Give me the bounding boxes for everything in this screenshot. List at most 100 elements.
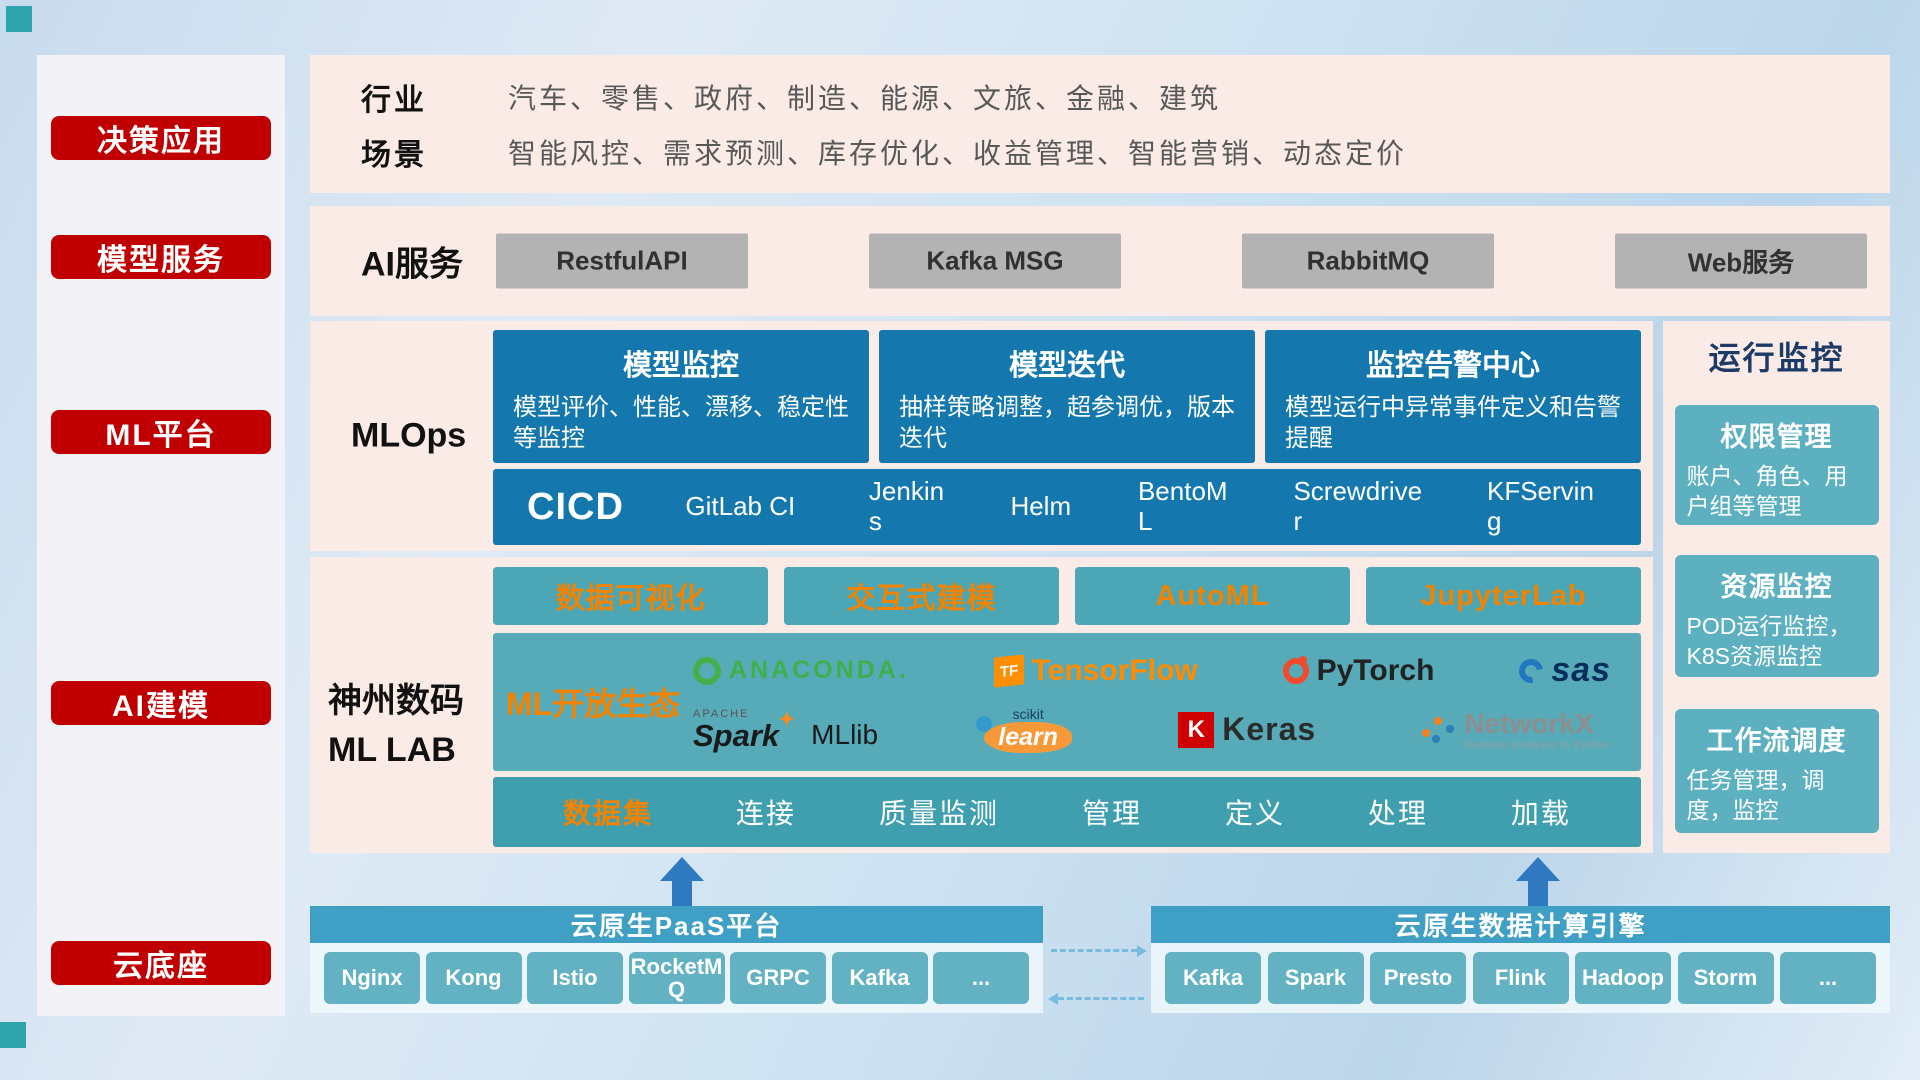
rocketmq-button[interactable]: RocketMQ [628,952,725,1004]
resource-monitor-title: 资源监控 [1720,572,1833,602]
paas-platform-title: 云原生PaaS平台 [310,906,1043,943]
scikit-label: scikit [1012,705,1044,722]
mllab-label: 神州数码 ML LAB [328,677,488,776]
runtime-monitor-panel: 运行监控 权限管理 账户、角色、用户组等管理 资源监控 POD运行监控，K8S资… [1663,321,1890,853]
tensorflow-wordmark: TensorFlow [1031,653,1198,687]
web-service-button[interactable]: Web服务 [1615,233,1867,289]
permission-management-title: 权限管理 [1720,422,1833,452]
pytorch-wordmark: PyTorch [1316,653,1435,687]
ai-service-buttons: RestfulAPI Kafka MSG RabbitMQ Web服务 [496,233,1867,289]
jupyterlab-button[interactable]: JupyterLab [1366,567,1641,625]
dataset-label: 数据集 [563,798,654,829]
cicd-label: CICD [527,485,624,528]
engine-storm-button[interactable]: Storm [1677,952,1774,1004]
industry-scene-panel: 行业 汽车、零售、政府、制造、能源、文旅、金融、建筑 场景 智能风控、需求预测、… [310,55,1890,193]
spark-logo: APACHE Spark✦ [693,707,795,751]
apache-label: APACHE [693,707,750,720]
data-engine-items: Kafka Spark Presto Flink Hadoop Storm ..… [1151,943,1890,1013]
pytorch-flame-icon [1282,655,1309,684]
data-engine-bar: 云原生数据计算引擎 Kafka Spark Presto Flink Hadoo… [1151,906,1890,1013]
scene-line: 场景 智能风控、需求预测、库存优化、收益管理、智能营销、动态定价 [361,130,1890,174]
paas-platform-bar: 云原生PaaS平台 Nginx Kong Istio RocketMQ GRPC… [310,906,1043,1013]
model-monitoring-box: 模型监控 模型评价、性能、漂移、稳定性等监控 [493,330,869,463]
alert-center-desc: 模型运行中异常事件定义和告警提醒 [1285,394,1621,453]
mllab-tools: 数据可视化 交互式建模 AutoML JupyterLab [493,567,1641,625]
kafka-msg-button[interactable]: Kafka MSG [869,233,1121,289]
resource-monitor-desc: POD运行监控，K8S资源监控 [1686,613,1852,669]
permission-management-desc: 账户、角色、用户组等管理 [1686,463,1848,519]
model-monitoring-desc: 模型评价、性能、漂移、稳定性等监控 [513,394,849,453]
up-arrow-left-icon [660,857,704,906]
scikit-learn-wordmark: learn [976,715,1073,753]
kafka-button[interactable]: Kafka [831,952,928,1004]
networkx-graph-icon [1422,715,1456,745]
helm-item: Helm [1010,491,1072,522]
sas-logo: sas [1514,651,1611,690]
engine-kafka-button[interactable]: Kafka [1165,952,1261,1004]
pytorch-logo: PyTorch [1282,653,1435,688]
screwdriver-item: Screwdriver [1293,476,1423,536]
engine-presto-button[interactable]: Presto [1370,952,1466,1004]
dataset-define: 定义 [1224,798,1285,829]
alert-center-box: 监控告警中心 模型运行中异常事件定义和告警提醒 [1265,330,1641,463]
nginx-button[interactable]: Nginx [324,952,420,1004]
mlops-boxes: 模型监控 模型评价、性能、漂移、稳定性等监控 模型迭代 抽样策略调整，超参调优，… [493,330,1641,463]
kfserving-item: KFServing [1486,476,1594,536]
automl-button[interactable]: AutoML [1075,567,1350,625]
ml-ecosystem-label: ML开放生态 [505,686,681,722]
dashed-arrow-right-icon [1051,945,1147,957]
keras-logo: K Keras [1178,711,1316,748]
scene-label: 场景 [361,138,427,172]
rabbitmq-button[interactable]: RabbitMQ [1242,233,1494,289]
badge-ml-platform: ML平台 [51,410,271,454]
networkx-wordmark: NetworkX [1464,707,1594,739]
corner-decoration-bottom [0,1022,26,1048]
ecosystem-logo-row-2: APACHE Spark✦ MLlib scikit learn K Keras [693,707,1611,753]
anaconda-icon [693,656,721,685]
mllab-label-line1: 神州数码 [328,682,464,720]
up-arrow-right-icon [1516,857,1560,906]
dataset-load: 加载 [1510,798,1571,829]
data-visualization-button[interactable]: 数据可视化 [493,567,768,625]
data-engine-title: 云原生数据计算引擎 [1151,906,1890,943]
mlops-label: MLOps [351,416,467,455]
runtime-monitor-title: 运行监控 [1708,340,1845,376]
mllib-wordmark: MLlib [811,718,879,750]
ml-ecosystem-area: ML开放生态 ANACONDA. TF TensorFlow PyTorch [493,633,1641,771]
dataset-process: 处理 [1367,798,1428,829]
tensorflow-logo: TF TensorFlow [993,653,1198,688]
bentoml-item: BentoML [1137,476,1228,536]
kong-button[interactable]: Kong [425,952,522,1004]
paas-platform-items: Nginx Kong Istio RocketMQ GRPC Kafka ... [310,943,1043,1013]
dataset-connect: 连接 [735,798,796,829]
industry-line: 行业 汽车、零售、政府、制造、能源、文旅、金融、建筑 [361,75,1890,119]
scikit-learn-logo: scikit learn [976,705,1073,753]
workflow-scheduling-title: 工作流调度 [1706,726,1847,756]
grpc-button[interactable]: GRPC [730,952,826,1004]
restfulapi-button[interactable]: RestfulAPI [496,233,748,289]
tensorflow-icon: TF [993,654,1024,688]
gitlab-ci-item: GitLab CI [685,491,796,522]
sas-wordmark: sas [1551,651,1611,690]
ml-ecosystem-logos: ANACONDA. TF TensorFlow PyTorch sas [693,633,1641,771]
alert-center-title: 监控告警中心 [1365,350,1540,382]
engine-spark-button[interactable]: Spark [1267,952,1364,1004]
engine-hadoop-button[interactable]: Hadoop [1575,952,1671,1004]
ai-service-label: AI服务 [361,245,463,284]
badge-cloud-base: 云底座 [51,941,271,985]
interactive-modeling-button[interactable]: 交互式建模 [784,567,1059,625]
mllab-label-line2: ML LAB [328,731,456,770]
badge-model-service: 模型服务 [51,235,271,279]
badge-ai-modeling: AI建模 [51,681,271,725]
ai-service-panel: AI服务 RestfulAPI Kafka MSG RabbitMQ Web服务 [310,206,1890,316]
engine-more-button[interactable]: ... [1780,952,1876,1004]
istio-button[interactable]: Istio [527,952,623,1004]
workflow-scheduling-desc: 任务管理，调度，监控 [1686,767,1825,823]
permission-management-box: 权限管理 账户、角色、用户组等管理 [1674,405,1879,525]
model-iteration-desc: 抽样策略调整，超参调优，版本迭代 [899,394,1235,453]
model-iteration-title: 模型迭代 [1008,350,1125,382]
paas-more-button[interactable]: ... [933,952,1029,1004]
keras-icon: K [1178,711,1215,748]
engine-flink-button[interactable]: Flink [1472,952,1569,1004]
mlops-panel: MLOps 模型监控 模型评价、性能、漂移、稳定性等监控 模型迭代 抽样策略调整… [310,321,1653,551]
